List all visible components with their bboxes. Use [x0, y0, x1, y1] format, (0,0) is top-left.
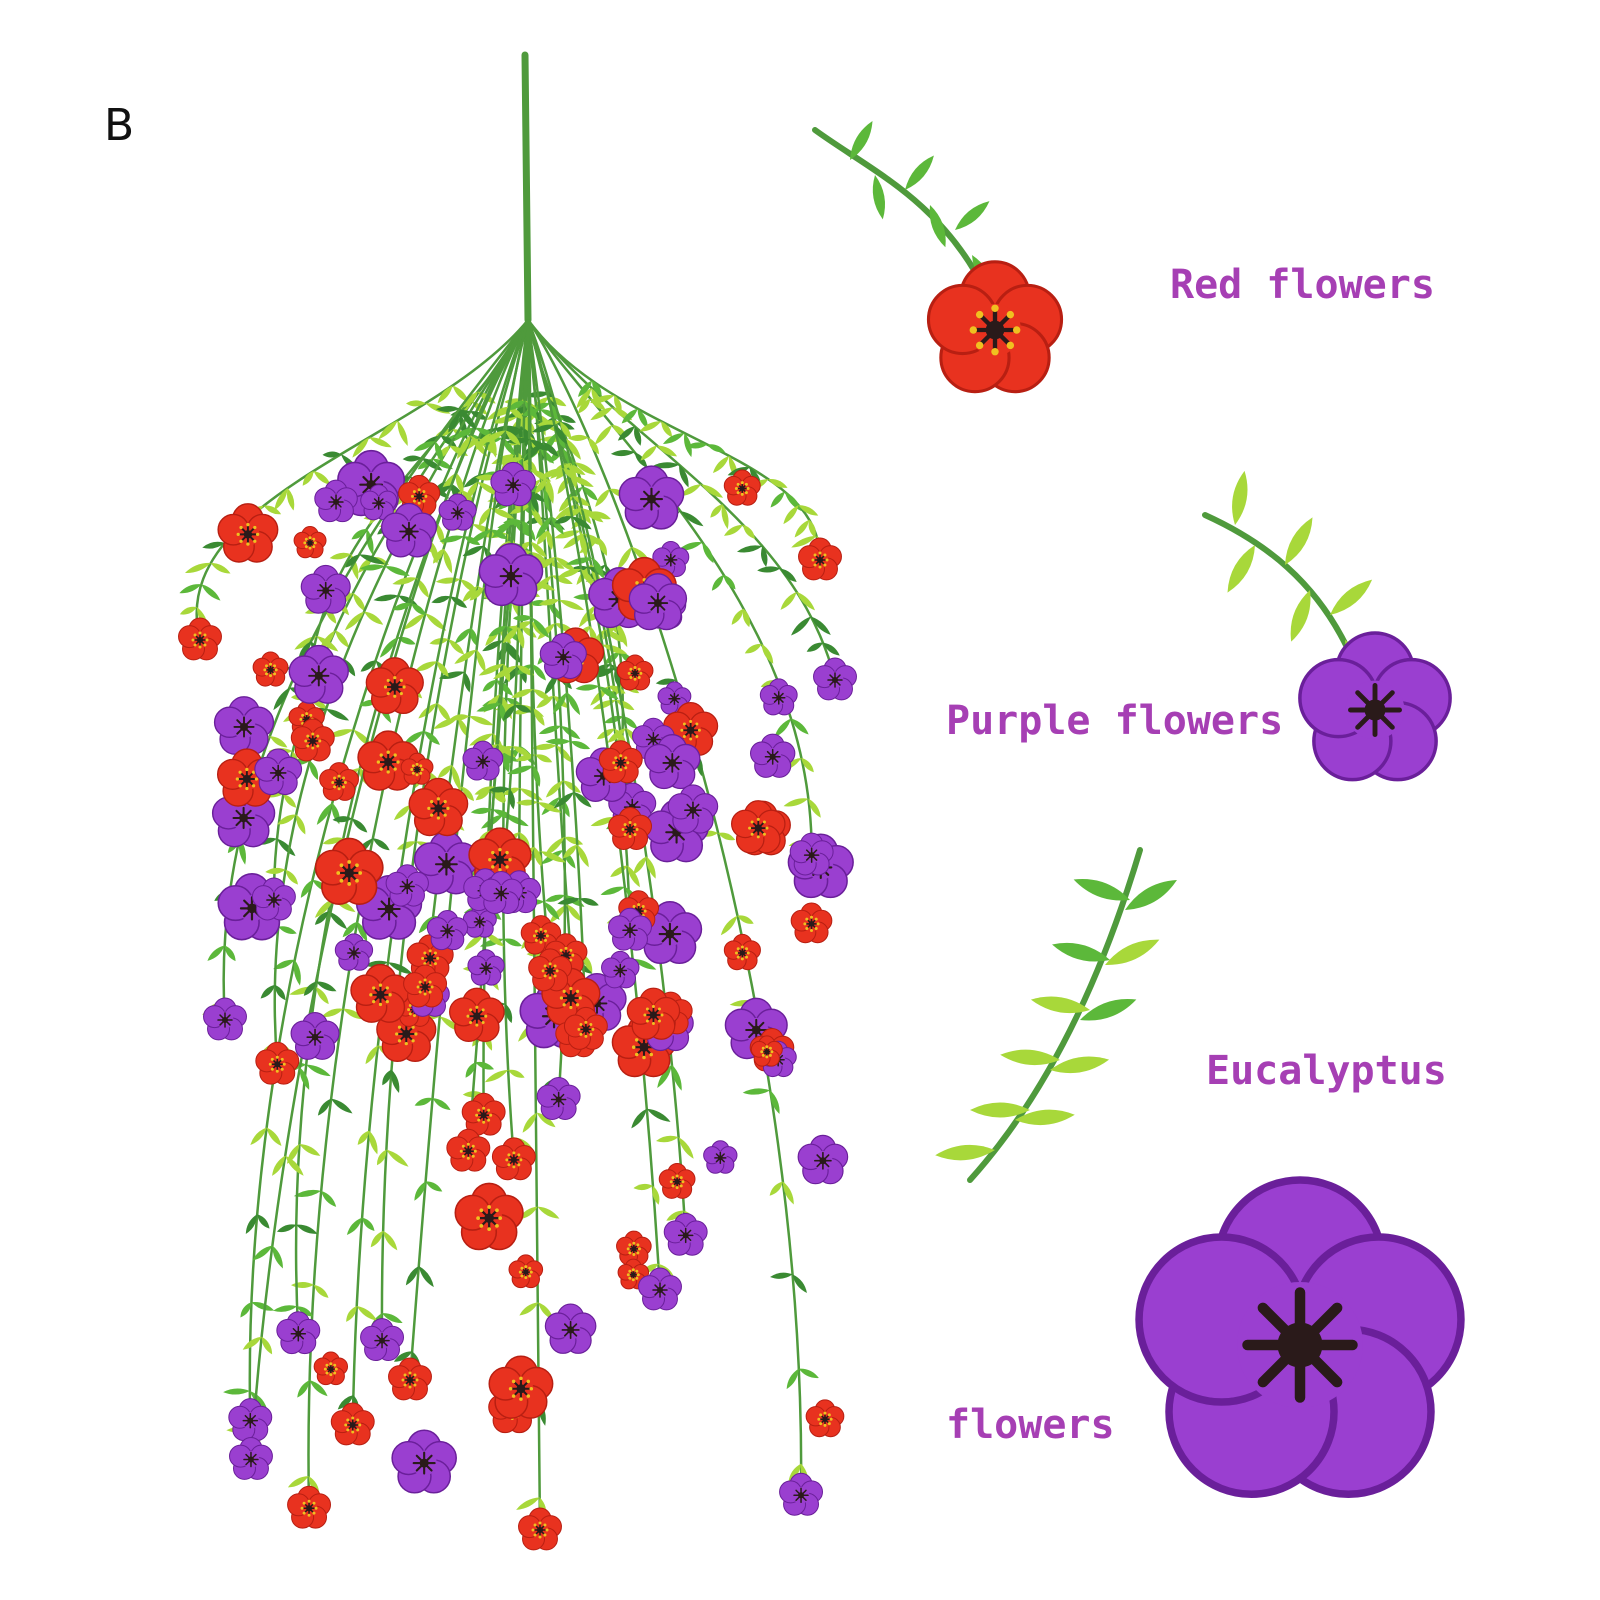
red-flower-sample	[812, 121, 1064, 394]
variant-letter: B	[104, 100, 135, 151]
label-purple-flowers: Purple flowers	[946, 698, 1284, 744]
label-red-flowers: Red flowers	[1170, 262, 1435, 308]
label-eucalyptus: Eucalyptus	[1206, 1048, 1447, 1094]
purple-flower-closeup	[1135, 1176, 1465, 1498]
purple-flower-sample	[1202, 470, 1452, 782]
label-flowers: flowers	[946, 1402, 1115, 1448]
hanging-bouquet	[178, 51, 857, 1551]
eucalyptus-sample	[935, 847, 1177, 1183]
